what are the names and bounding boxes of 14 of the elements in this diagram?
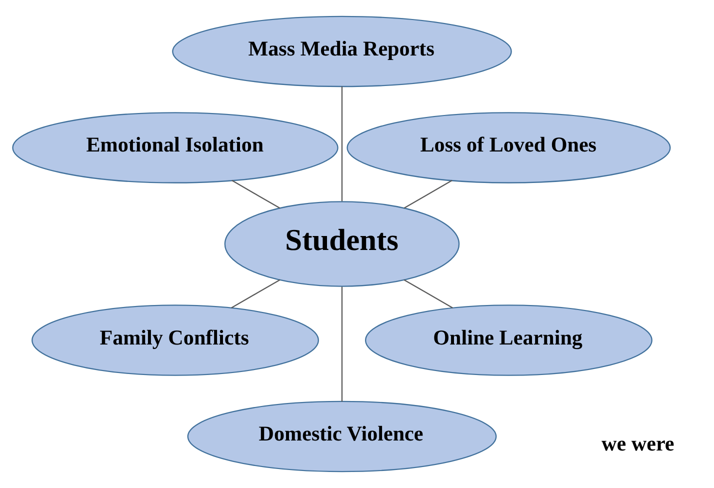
node-ellipse: Emotional Isolation bbox=[12, 112, 338, 184]
connector bbox=[341, 286, 343, 402]
node-ellipse: Mass Media Reports bbox=[172, 16, 512, 88]
connector bbox=[404, 180, 452, 209]
connector bbox=[404, 279, 453, 308]
node-ellipse: Online Learning bbox=[364, 304, 652, 376]
node-ellipse: Domestic Violence bbox=[187, 400, 497, 472]
connector bbox=[232, 180, 280, 209]
node-ellipse: Family Conflicts bbox=[32, 304, 319, 376]
node-ellipse: Loss of Loved Ones bbox=[346, 112, 671, 184]
label: we were bbox=[602, 432, 674, 456]
connector bbox=[231, 279, 280, 308]
node-ellipse: Students bbox=[224, 201, 460, 287]
connector bbox=[341, 86, 343, 202]
